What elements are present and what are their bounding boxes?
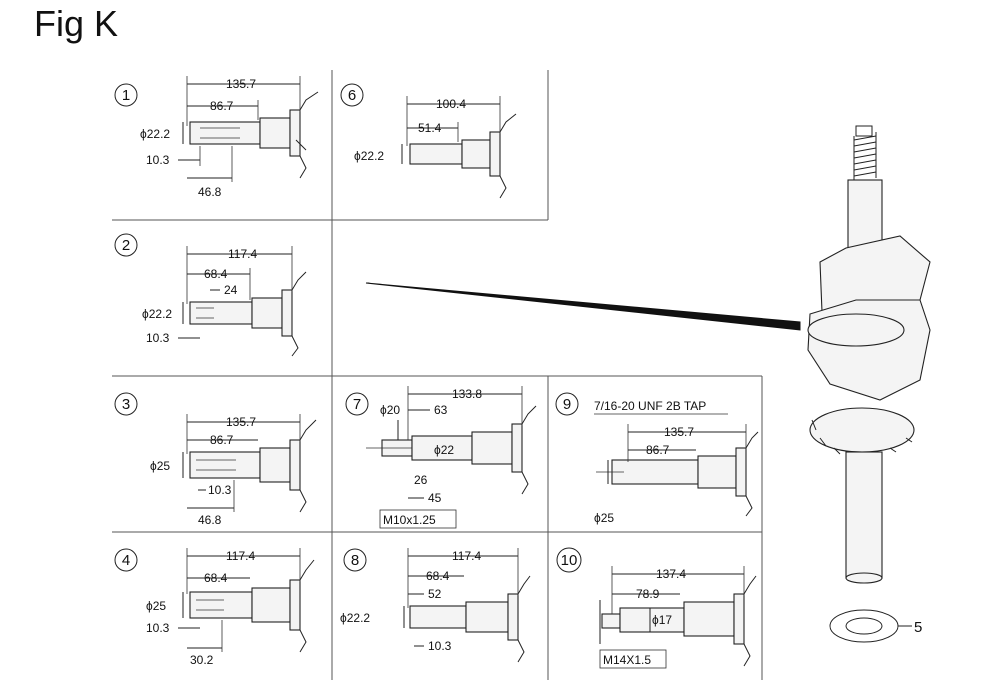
dim-keyway-length: 46.8 bbox=[198, 185, 222, 199]
thread-spec: M10x1.25 bbox=[383, 513, 436, 527]
panel-number: 4 bbox=[122, 552, 130, 569]
shaft-drawing bbox=[409, 113, 517, 199]
dim-overall-length: 137.4 bbox=[656, 567, 686, 581]
dim-overall-length: 117.4 bbox=[228, 247, 257, 261]
shaft-drawing bbox=[601, 575, 757, 667]
dim-keyway-length: 30.2 bbox=[190, 653, 214, 667]
dim-keyway-width: 10.3 bbox=[146, 621, 170, 635]
panel-number: 8 bbox=[351, 552, 359, 569]
dim-keyway-width: 10.3 bbox=[146, 331, 170, 345]
panel-number-circle bbox=[114, 548, 138, 572]
dim-journal-length: 78.9 bbox=[636, 587, 660, 601]
dim-keyway: 10.3 bbox=[146, 153, 170, 167]
dim-diameter: ϕ25 bbox=[146, 599, 166, 613]
dim-diameter: ϕ25 bbox=[594, 511, 614, 525]
dim-journal-length: 86.7 bbox=[646, 443, 670, 457]
dim-keyway: 10.3 bbox=[428, 639, 452, 653]
dim-diameter: ϕ22 bbox=[434, 443, 454, 457]
panel-number-circle bbox=[114, 392, 138, 416]
part-callout: 5 bbox=[914, 619, 922, 636]
dim-journal-length: 68.4 bbox=[204, 267, 228, 281]
dim-journal-length: 68.4 bbox=[426, 569, 450, 583]
pointer-arrow bbox=[365, 282, 801, 331]
panel-8: 8 117.4 68.4 52 ϕ22.2 10.3 bbox=[340, 548, 531, 663]
shaft-drawing bbox=[189, 271, 307, 357]
panel-number: 3 bbox=[122, 396, 130, 413]
dim-step: 26 bbox=[414, 473, 428, 487]
dim-journal-length: 86.7 bbox=[210, 99, 234, 113]
panel-3: 3 135.7 86.7 ϕ25 10.3 46.8 bbox=[114, 392, 317, 527]
panel-number: 9 bbox=[563, 396, 571, 413]
panel-4: 4 117.4 68.4 ϕ25 10.3 30.2 bbox=[114, 548, 315, 667]
shaft-drawing bbox=[189, 419, 317, 513]
panel-number-circle bbox=[556, 547, 582, 573]
dim-diameter: ϕ22.2 bbox=[140, 127, 170, 141]
panel-number-circle bbox=[345, 392, 369, 416]
panel-number-circle bbox=[114, 233, 138, 257]
panel-1: 1 135.7 86.7 ϕ22.2 10.3 46.8 bbox=[114, 76, 319, 199]
tap-spec: 7/16-20 UNF 2B TAP bbox=[594, 399, 706, 413]
dim-diameter: ϕ22.2 bbox=[142, 307, 172, 321]
thread bbox=[853, 132, 877, 182]
dim-journal-length: 63 bbox=[434, 403, 448, 417]
dim-overall-length: 117.4 bbox=[226, 549, 255, 563]
panel-number: 2 bbox=[122, 237, 130, 254]
dim-overall-length: 135.7 bbox=[226, 415, 256, 429]
shaft-drawing bbox=[189, 559, 315, 653]
dim-section-length: 45 bbox=[428, 491, 442, 505]
panel-10: 10 137.4 78.9 ϕ17 M14X1.5 bbox=[556, 547, 757, 669]
panel-number-circle bbox=[114, 83, 138, 107]
crankshaft-illustration: 5 bbox=[807, 125, 931, 643]
panel-number-circle bbox=[555, 392, 579, 416]
shaft-drawing bbox=[596, 431, 759, 517]
panel-2: 2 117.4 68.4 24 ϕ22.2 10.3 bbox=[114, 233, 307, 357]
dim-journal-length: 51.4 bbox=[418, 121, 442, 135]
panel-9: 9 7/16-20 UNF 2B TAP 135.7 86.7 ϕ25 bbox=[555, 392, 759, 525]
shaft-drawing bbox=[189, 91, 319, 179]
figure-title: Fig K bbox=[34, 3, 118, 44]
dim-diameter: ϕ17 bbox=[652, 613, 672, 627]
shaft-drawing bbox=[409, 575, 531, 663]
panel-6: 6 100.4 51.4 ϕ22.2 bbox=[340, 83, 517, 199]
dim-overall-length: 100.4 bbox=[436, 97, 466, 111]
dim-step: 52 bbox=[428, 587, 442, 601]
dim-diameter: ϕ22.2 bbox=[354, 149, 384, 163]
dim-journal-length: 68.4 bbox=[204, 571, 228, 585]
dim-overall-length: 133.8 bbox=[452, 387, 482, 401]
shaft-drawing bbox=[366, 405, 537, 495]
panel-7: 7 133.8 63 ϕ20 ϕ22 26 45 M10x1.25 bbox=[345, 386, 537, 529]
dim-overall-length: 135.7 bbox=[664, 425, 694, 439]
panel-number: 7 bbox=[353, 396, 361, 413]
dim-diameter: ϕ22.2 bbox=[340, 611, 370, 625]
dim-overall-length: 135.7 bbox=[226, 77, 256, 91]
dim-diameter: ϕ25 bbox=[150, 459, 170, 473]
panel-number-circle bbox=[340, 83, 364, 107]
panel-number-circle bbox=[343, 548, 367, 572]
panel-number: 10 bbox=[561, 552, 578, 569]
panel-number: 1 bbox=[122, 87, 130, 104]
panel-grid bbox=[112, 70, 763, 680]
dim-journal-length: 86.7 bbox=[210, 433, 234, 447]
dim-keyway-length: 46.8 bbox=[198, 513, 222, 527]
dim-keyway: 10.3 bbox=[208, 483, 232, 497]
dim-overall-length: 117.4 bbox=[452, 549, 481, 563]
panel-number: 6 bbox=[348, 87, 356, 104]
thread-spec: M14X1.5 bbox=[603, 653, 651, 667]
dim-keyway: 24 bbox=[224, 283, 238, 297]
dim-thread-diameter: ϕ20 bbox=[380, 403, 400, 417]
